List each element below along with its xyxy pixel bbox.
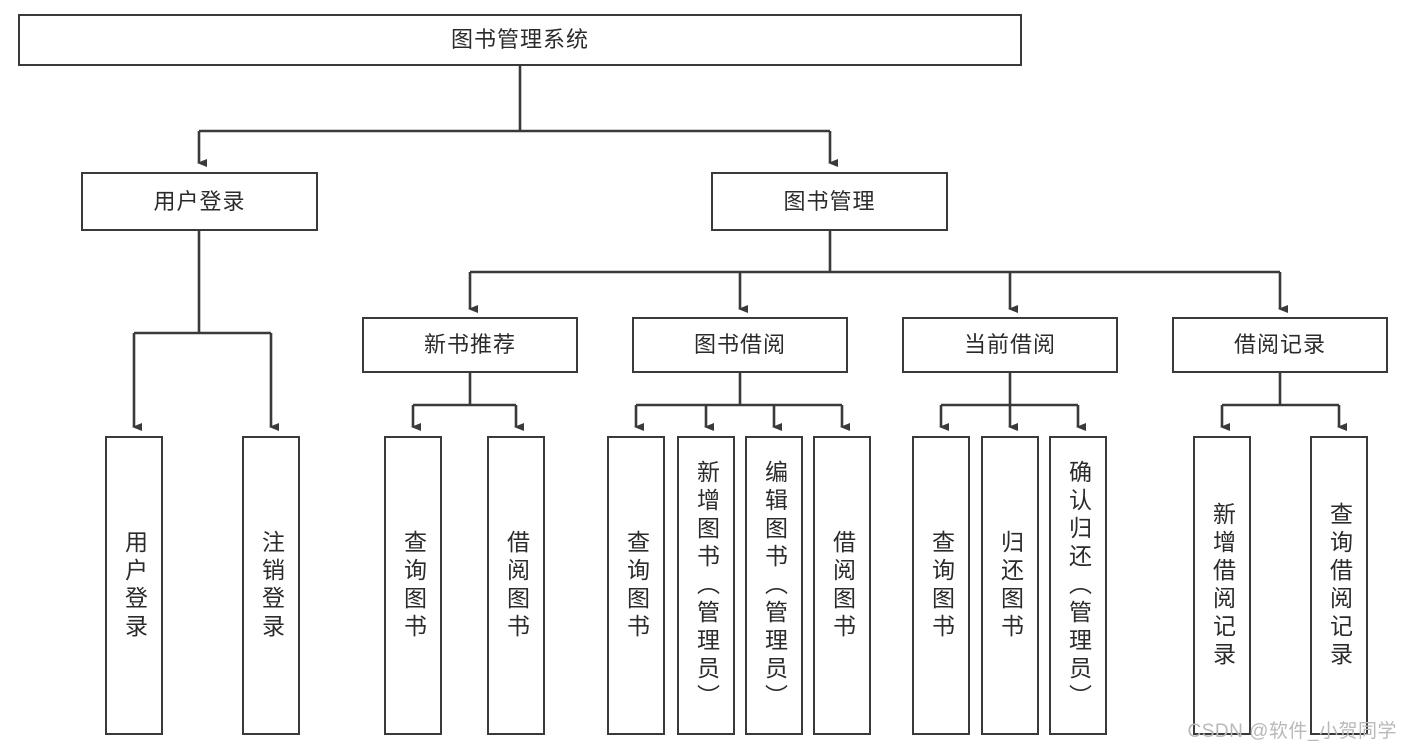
edges: [132, 66, 1347, 431]
node-book-management-label: 图书管理: [783, 188, 876, 214]
leaf-borrow-edit-book-admin[interactable]: 编辑图书（管理员）: [745, 436, 803, 735]
leaf-borrow-borrow-book[interactable]: 借阅图书: [813, 436, 871, 735]
node-book-borrow-label: 图书借阅: [693, 332, 786, 358]
leaf-borrow-borrow-book-label: 借阅图书: [829, 529, 856, 642]
leaf-recommend-borrow-book-label: 借阅图书: [503, 529, 530, 642]
node-user-login[interactable]: 用户登录: [81, 172, 318, 231]
leaf-current-return-book-label: 归还图书: [997, 529, 1024, 642]
node-book-management[interactable]: 图书管理: [711, 172, 948, 231]
leaf-borrow-query-book[interactable]: 查询图书: [607, 436, 665, 735]
node-new-book-recommend[interactable]: 新书推荐: [362, 317, 578, 373]
node-root-label: 图书管理系统: [450, 27, 589, 53]
leaf-current-confirm-return-admin[interactable]: 确认归还（管理员）: [1049, 436, 1107, 735]
leaf-user-login-signin-label: 用户登录: [121, 529, 148, 642]
leaf-recommend-borrow-book[interactable]: 借阅图书: [487, 436, 545, 735]
leaf-borrow-edit-book-admin-label: 编辑图书（管理员）: [761, 459, 788, 712]
leaf-record-add-record-label: 新增借阅记录: [1209, 501, 1236, 670]
leaf-record-query-record[interactable]: 查询借阅记录: [1310, 436, 1368, 735]
leaf-borrow-query-book-label: 查询图书: [623, 529, 650, 642]
leaf-user-login-signin[interactable]: 用户登录: [105, 436, 163, 735]
node-root[interactable]: 图书管理系统: [18, 14, 1022, 66]
leaf-current-confirm-return-admin-label: 确认归还（管理员）: [1065, 459, 1092, 712]
node-book-borrow[interactable]: 图书借阅: [632, 317, 848, 373]
node-borrow-record-label: 借阅记录: [1233, 332, 1326, 358]
leaf-user-login-signout-label: 注销登录: [258, 529, 285, 642]
node-user-login-label: 用户登录: [153, 188, 246, 214]
leaf-current-query-book[interactable]: 查询图书: [912, 436, 970, 735]
leaf-recommend-query-book-label: 查询图书: [400, 529, 427, 642]
node-current-borrow[interactable]: 当前借阅: [902, 317, 1118, 373]
node-new-book-recommend-label: 新书推荐: [423, 332, 516, 358]
leaf-borrow-add-book-admin[interactable]: 新增图书（管理员）: [677, 436, 735, 735]
leaf-current-return-book[interactable]: 归还图书: [981, 436, 1039, 735]
leaf-borrow-add-book-admin-label: 新增图书（管理员）: [693, 459, 720, 712]
node-borrow-record[interactable]: 借阅记录: [1172, 317, 1388, 373]
leaf-recommend-query-book[interactable]: 查询图书: [384, 436, 442, 735]
leaf-user-login-signout[interactable]: 注销登录: [242, 436, 300, 735]
leaf-record-query-record-label: 查询借阅记录: [1326, 501, 1353, 670]
node-current-borrow-label: 当前借阅: [963, 332, 1056, 358]
leaf-record-add-record[interactable]: 新增借阅记录: [1193, 436, 1251, 735]
leaf-current-query-book-label: 查询图书: [928, 529, 955, 642]
